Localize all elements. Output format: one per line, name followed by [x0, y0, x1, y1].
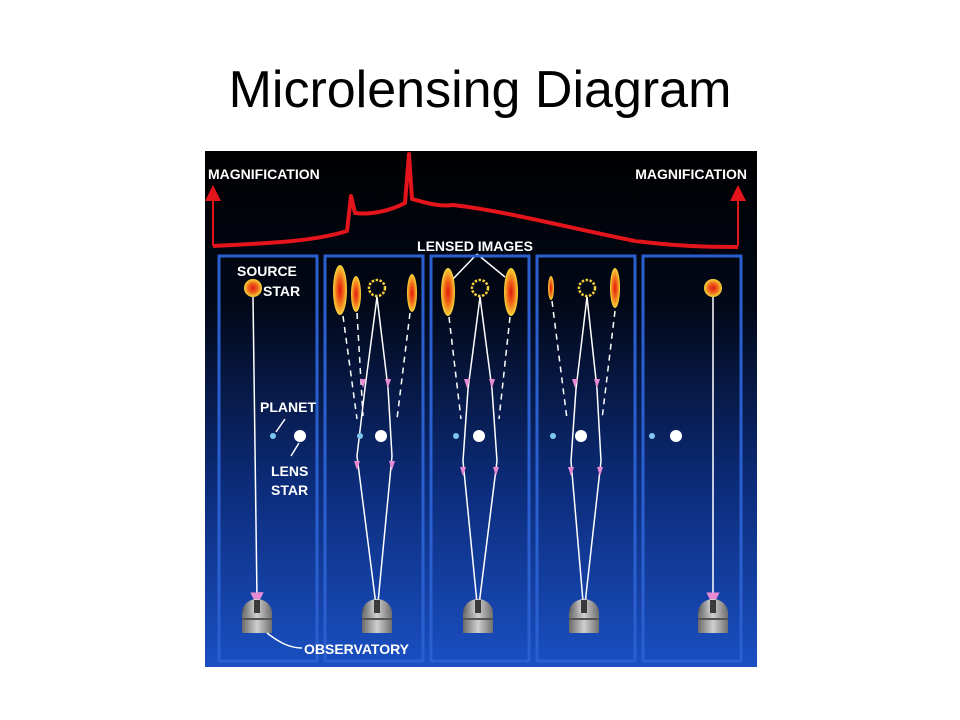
- observatory-icon: [569, 599, 599, 633]
- lens-star-pointer: [290, 442, 300, 457]
- source-star-1: [244, 279, 262, 297]
- source-ring: [470, 278, 490, 298]
- observatory-pointer: [266, 632, 303, 649]
- lens-star-dot: [375, 430, 387, 442]
- light-paths: [570, 296, 602, 614]
- lensed-image: [504, 268, 518, 316]
- planet-dot: [453, 433, 459, 439]
- lensed-image: [610, 268, 620, 308]
- panel-5: [641, 254, 743, 663]
- source-ring: [577, 278, 597, 298]
- lensed-images-pointer: [452, 253, 506, 280]
- observatory-icon: [463, 599, 493, 633]
- planet-dot: [357, 433, 363, 439]
- light-paths: [356, 296, 393, 614]
- slide-title: Microlensing Diagram: [228, 61, 732, 119]
- diagram-background: [205, 151, 757, 667]
- lens-label: LENS: [271, 463, 308, 479]
- magnification-label-right: MAGNIFICATION: [635, 166, 747, 182]
- magnification-curve: [212, 152, 739, 249]
- lens-star-dot: [294, 430, 306, 442]
- ray-arrows: [460, 379, 499, 476]
- planet-label: PLANET: [260, 399, 316, 415]
- observatory-icon: [242, 599, 272, 633]
- magnification-label-left: MAGNIFICATION: [208, 166, 320, 182]
- panel-3: [429, 254, 531, 663]
- lensed-images-label: LENSED IMAGES: [417, 238, 533, 254]
- panel-frames: [217, 254, 743, 663]
- observatory-icon: [362, 599, 392, 633]
- planet-pointer: [275, 418, 286, 433]
- source-ring: [367, 278, 387, 298]
- lensed-image: [351, 276, 361, 312]
- light-ray: [250, 296, 264, 606]
- lensed-image: [333, 265, 347, 315]
- panel-4: [535, 254, 637, 663]
- microlensing-diagram: MAGNIFICATION MAGNIFICATION LENSED IMAGE…: [205, 151, 757, 667]
- apparent-paths: [342, 312, 411, 420]
- ray-arrows: [354, 379, 395, 470]
- microlensing-figure: MAGNIFICATION MAGNIFICATION LENSED IMAGE…: [205, 151, 757, 667]
- lensed-image: [407, 274, 417, 312]
- source-label: SOURCE: [237, 263, 297, 279]
- apparent-paths: [551, 300, 616, 420]
- lens-star-dot: [575, 430, 587, 442]
- planet-dot: [649, 433, 655, 439]
- lensed-image: [441, 268, 455, 316]
- lens-star-dot: [473, 430, 485, 442]
- lensed-image: [548, 276, 554, 300]
- ray-arrows: [568, 379, 603, 476]
- panel-2: [323, 254, 425, 663]
- source-star-label: STAR: [263, 283, 300, 299]
- planet-dot: [550, 433, 556, 439]
- observatory-icon: [698, 599, 728, 633]
- light-paths: [462, 296, 498, 614]
- source-star-5: [704, 279, 722, 297]
- observatory-label: OBSERVATORY: [304, 641, 410, 657]
- lens-star-dot: [670, 430, 682, 442]
- lens-star-label: STAR: [271, 482, 308, 498]
- planet-dot: [270, 433, 276, 439]
- panel-1: [217, 254, 319, 663]
